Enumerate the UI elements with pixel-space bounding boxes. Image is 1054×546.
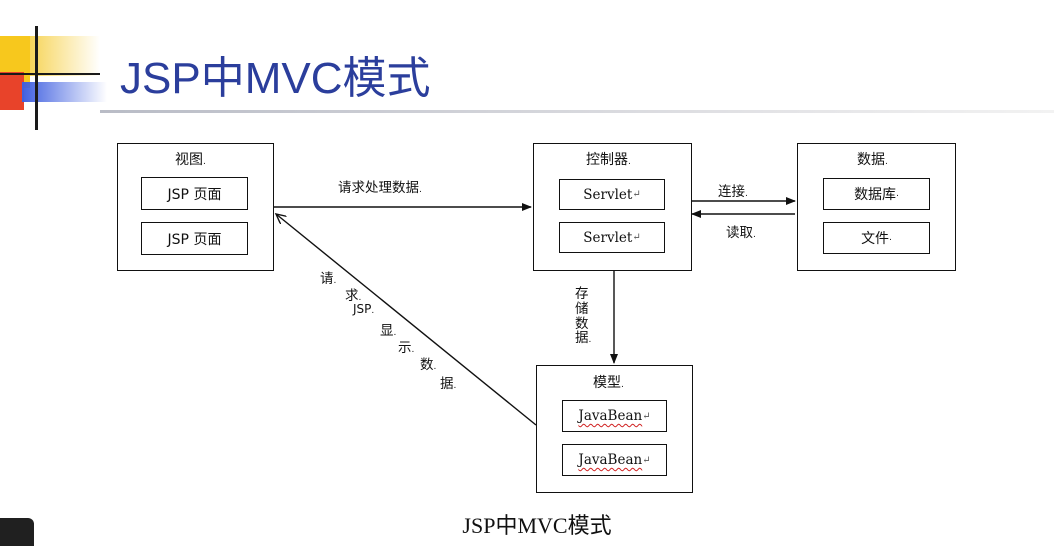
label-display-char: JSP.: [353, 302, 375, 316]
label-store-char: 储: [575, 301, 589, 317]
deco-red-square: [0, 72, 24, 110]
data-item: 文件.: [823, 222, 930, 254]
model-item: JavaBean↵: [562, 444, 667, 476]
title-underline: [100, 110, 1054, 113]
label-display-char: 请.: [320, 271, 337, 287]
label-display-char: 数.: [420, 357, 437, 373]
label-display-char: 显.: [380, 323, 397, 339]
slide-title: JSP中MVC模式: [120, 54, 431, 103]
model-title: 模型.: [593, 375, 624, 391]
figure-caption: JSP中MVC模式: [462, 513, 612, 538]
view-title: 视图.: [175, 152, 206, 168]
data-title: 数据.: [857, 152, 888, 168]
view-item: JSP 页面: [141, 222, 248, 255]
deco-vertical-line: [35, 26, 38, 130]
label-display-char: 据.: [440, 376, 457, 392]
overlay-corner: [0, 518, 34, 546]
label-display-char: 求.: [345, 288, 362, 304]
view-item: JSP 页面: [141, 177, 248, 210]
label-display-char: 示.: [398, 340, 415, 356]
deco-horizontal-line: [0, 73, 100, 75]
arrow-model-to-view: [276, 214, 537, 426]
deco-yellow-strip: [30, 36, 100, 76]
label-request-data: 请求处理数据.: [338, 180, 422, 196]
model-item: JavaBean↵: [562, 400, 667, 432]
label-connect: 连接.: [718, 184, 748, 200]
label-read: 读取.: [726, 225, 756, 241]
label-store-char: 数: [575, 316, 589, 332]
label-store-char: 存: [575, 286, 589, 302]
data-item: 数据库.: [823, 178, 930, 210]
controller-title: 控制器.: [586, 152, 631, 168]
deco-blue-bar: [22, 82, 107, 102]
controller-item: Servlet↵: [559, 179, 665, 210]
label-store-char: 据.: [575, 330, 592, 346]
controller-item: Servlet↵: [559, 222, 665, 253]
